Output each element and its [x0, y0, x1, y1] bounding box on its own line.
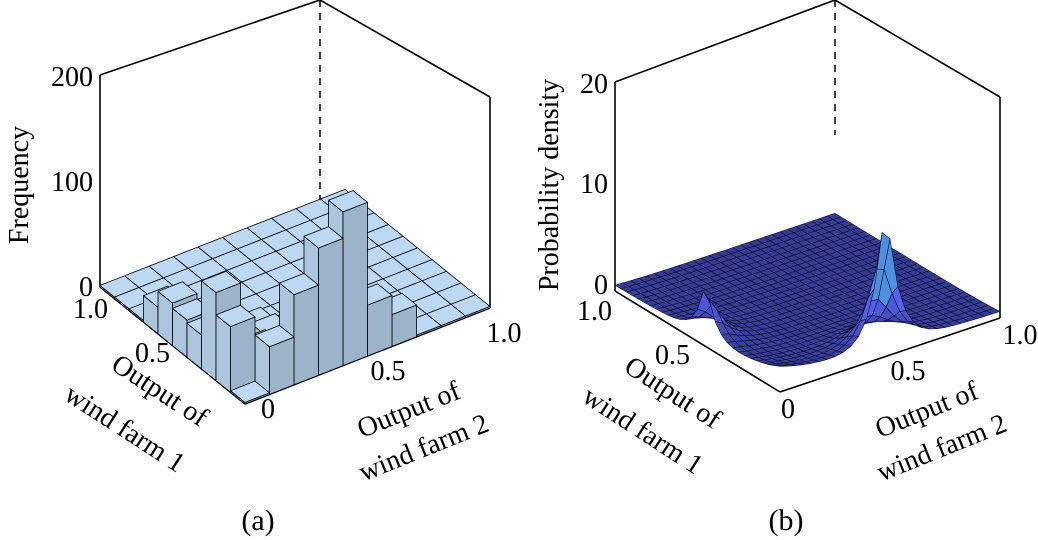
bar: [230, 380, 270, 405]
panel-a: 200 100 0 1.0 0.5 0 0.5 1.0 Frequency Ou…: [4, 0, 522, 537]
panel-b-box: [614, 0, 1001, 393]
panel-a-caption: (a): [241, 504, 274, 537]
panel-a-zlabel: Frequency: [4, 126, 35, 244]
panel-b-caption: (b): [769, 504, 804, 537]
panel-b-ztick-20: 20: [580, 69, 608, 100]
panel-b-xtick-0.5: 0.5: [655, 340, 690, 371]
panel-a-xtick-1.0: 1.0: [73, 294, 108, 325]
panel-a-xtick-0.5: 0.5: [135, 338, 170, 369]
panel-a-ytick-0.5: 0.5: [371, 356, 406, 387]
panel-a-ztick-100: 100: [51, 167, 93, 198]
panel-a-ytick-1.0: 1.0: [487, 318, 522, 349]
panel-a-ztick-0: 0: [79, 272, 93, 303]
panel-b-ytick-0.5: 0.5: [891, 356, 926, 387]
panel-b-ztick-0: 0: [594, 270, 608, 301]
panel-a-bars: [99, 189, 491, 405]
panel-a-ztick-200: 200: [51, 62, 93, 93]
bar: [254, 324, 295, 395]
panel-b-surface: [614, 213, 1001, 367]
panel-b-xtick-0: 0: [781, 394, 795, 425]
bar: [215, 304, 256, 393]
surface-patch: [773, 364, 789, 367]
panel-b-xtick-1.0: 1.0: [577, 296, 612, 327]
panel-b-ztick-10: 10: [580, 169, 608, 200]
panel-b-zlabel: Probability density: [534, 79, 565, 291]
panel-b-ytick-1.0: 1.0: [1003, 320, 1038, 351]
panel-a-xtick-0: 0: [261, 394, 275, 425]
panel-b: 20 10 0 1.0 0.5 0 0.5 1.0 Probability de…: [534, 0, 1038, 537]
